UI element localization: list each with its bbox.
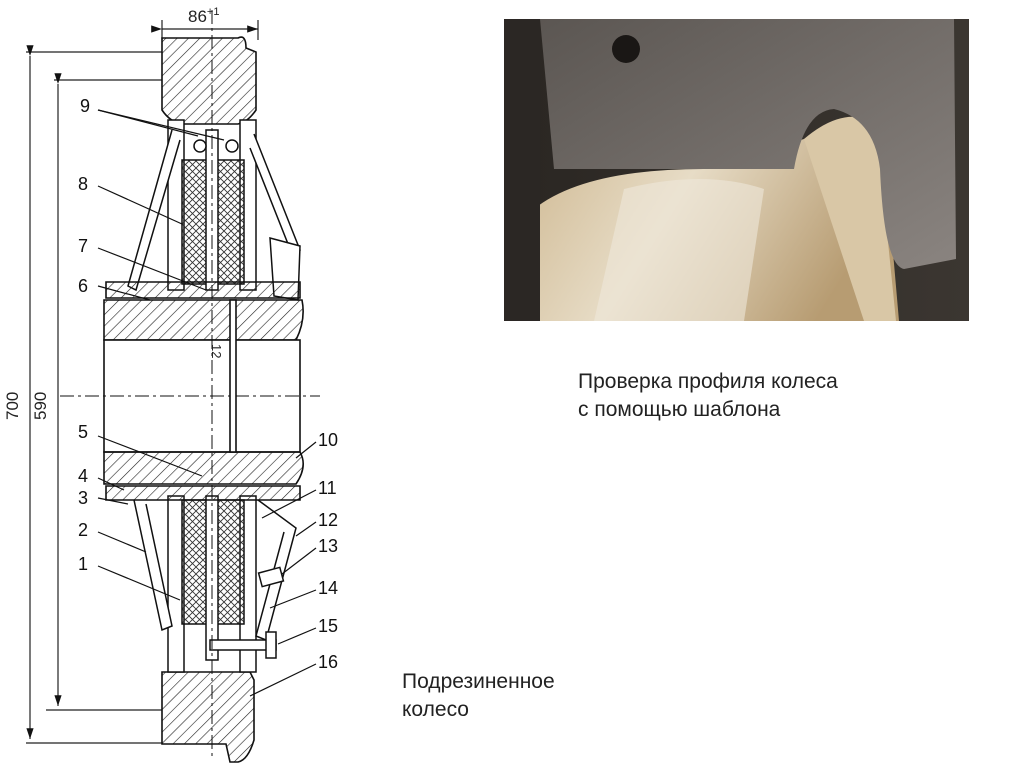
callout-11: 11 xyxy=(318,478,337,498)
inline-label-12: 12 xyxy=(209,344,224,358)
photo-caption: Проверка профиля колеса с помощью шаблон… xyxy=(578,368,838,424)
callout-9: 9 xyxy=(80,96,90,116)
inner-diameter-label: 590 xyxy=(31,392,50,420)
drawing-caption-line2: колесо xyxy=(402,698,469,721)
outer-diameter-label: 700 xyxy=(3,392,22,420)
callout-4: 4 xyxy=(78,466,88,486)
callouts: 9 8 7 6 5 4 3 2 1 10 11 12 13 14 15 16 xyxy=(78,96,338,672)
upper-rubber-assembly xyxy=(127,119,301,301)
callout-14: 14 xyxy=(318,578,338,598)
callout-7: 7 xyxy=(78,236,88,256)
callout-10: 10 xyxy=(318,430,338,450)
leader-lines xyxy=(97,109,317,697)
callout-8: 8 xyxy=(78,174,88,194)
dimension-lines xyxy=(26,20,259,744)
tire-bottom xyxy=(161,671,255,763)
width-dimension-label: 86+1 xyxy=(188,6,219,26)
hub xyxy=(60,10,320,760)
photo-caption-line1: Проверка профиля колеса xyxy=(578,370,838,393)
drawing-caption: Подрезиненное колесо xyxy=(402,668,555,724)
callout-6: 6 xyxy=(78,276,88,296)
drawing-caption-line1: Подрезиненное xyxy=(402,670,555,693)
lower-rubber-assembly xyxy=(133,495,297,673)
photo-caption-line2: с помощью шаблона xyxy=(578,398,781,421)
callout-15: 15 xyxy=(318,616,338,636)
tire-top xyxy=(161,36,257,125)
callout-12: 12 xyxy=(318,510,338,530)
callout-1: 1 xyxy=(78,554,88,574)
callout-2: 2 xyxy=(78,520,88,540)
callout-5: 5 xyxy=(78,422,88,442)
callout-13: 13 xyxy=(318,536,338,556)
wheel-profile-template-photo xyxy=(504,19,969,321)
callout-3: 3 xyxy=(78,488,88,508)
callout-16: 16 xyxy=(318,652,338,672)
